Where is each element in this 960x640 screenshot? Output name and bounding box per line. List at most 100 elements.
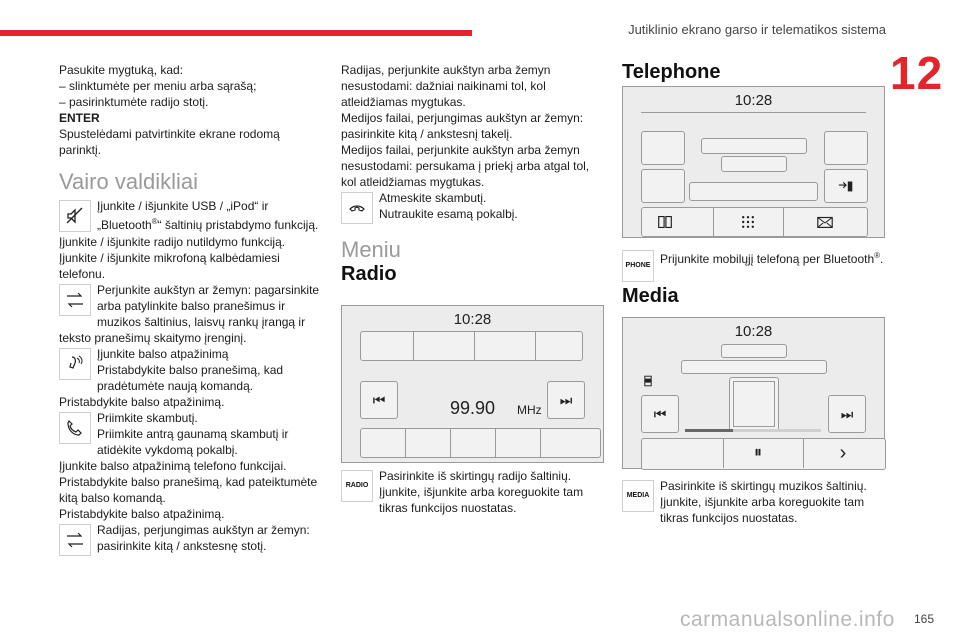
intro-line: Pasukite mygtuką, kad:	[59, 63, 184, 77]
mute-icon	[59, 200, 91, 232]
phone-field	[721, 156, 787, 172]
scroll-item-volume: Perjunkite aukštyn ar žemyn: pagarsinkit…	[59, 282, 323, 346]
scroll-volume-text: Perjunkite aukštyn ar žemyn: pagarsinkit…	[59, 283, 320, 345]
divider	[641, 112, 866, 113]
preset-divider	[413, 331, 414, 361]
section-title-menu: Meniu	[341, 237, 401, 262]
envelope-icon[interactable]	[813, 211, 837, 233]
pause-button[interactable]: ⏸	[753, 444, 762, 461]
header-title: Jutiklinio ekrano garso ir telematikos s…	[628, 22, 886, 37]
column-right: Telephone	[622, 56, 886, 90]
radio-screen: 10:28 ⏮ 99.90 MHz ⏭	[341, 305, 604, 463]
album-art-inner	[733, 381, 775, 427]
progress-track	[685, 429, 821, 432]
section-title-media: Media	[622, 285, 679, 307]
registered-mark: ®	[874, 251, 881, 260]
frequency-unit: MHz	[517, 403, 542, 417]
clock: 10:28	[734, 323, 773, 340]
media-artist-field	[681, 360, 827, 374]
chapter-number: 12	[890, 47, 944, 99]
phone-button-icon: PHONE	[622, 250, 654, 282]
watermark: carmanualsonline.info	[680, 608, 895, 631]
keypad-icon[interactable]	[736, 211, 760, 233]
mute-text-end: “ šaltinių pristabdymo funkciją.	[157, 218, 319, 232]
next-track-button[interactable]: ⏭	[828, 395, 866, 433]
phone-tile[interactable]	[641, 131, 685, 165]
registered-mark: ®	[151, 217, 158, 226]
phone-answer-icon	[59, 412, 91, 444]
contacts-book-icon[interactable]	[653, 211, 677, 233]
phone-bottom-bar	[641, 207, 868, 237]
radio-desc-line2: Įjunkite, išjunkite arba koreguokite tam…	[379, 485, 584, 515]
radio-button-icon: RADIO	[341, 470, 373, 502]
phone-rest: Įjunkite balso atpažinimą telefono funkc…	[59, 459, 318, 521]
forward-chevron-button[interactable]: ›	[839, 441, 847, 464]
preset-bar	[360, 331, 583, 361]
media-button-icon: MEDIA	[622, 480, 654, 512]
media-desc-line2: Įjunkite, išjunkite arba koreguokite tam…	[660, 495, 865, 525]
telephone-screen: 10:28	[622, 86, 885, 238]
page-number: 165	[913, 612, 934, 626]
mute-item: Įjunkite / išjunkite USB / „iPod“ ir „Bl…	[59, 198, 323, 282]
bar-divider	[540, 428, 541, 458]
radio-scroll-text: Radijas, perjunkite aukštyn arba žemyn n…	[341, 63, 551, 109]
intro-line: – pasirinktumėte radijo stotį.	[59, 95, 209, 109]
radio-bottom-bar	[360, 428, 601, 458]
scroll-wheel-icon	[59, 524, 91, 556]
hangup-line1: Atmeskite skambutį.	[379, 191, 487, 205]
bar-divider	[783, 207, 784, 237]
phone-transfer-icon[interactable]	[824, 169, 868, 203]
phone-line2: Priimkite antrą gaunamą skambutį ir atid…	[97, 427, 289, 457]
phone-item: Priimkite skambutį. Priimkite antrą gaun…	[59, 410, 323, 522]
previous-track-button[interactable]: ⏮	[641, 395, 679, 433]
media-scroll-text: Medijos failai, perjungimas aukštyn ar ž…	[341, 111, 584, 141]
column-left: Pasukite mygtuką, kad: – slinktumėte per…	[59, 62, 323, 558]
voice-line1: Įjunkite balso atpažinimą	[97, 347, 229, 361]
section-title-radio: Radio	[341, 263, 397, 285]
bar-divider	[803, 438, 804, 468]
bar-divider	[450, 428, 451, 458]
preset-divider	[474, 331, 475, 361]
voice-line2: Pristabdykite balso pranešimą, kad pradė…	[97, 363, 284, 393]
media-heading-wrap: Media	[622, 280, 886, 314]
media-bottom-bar	[641, 438, 886, 470]
voice-item: Įjunkite balso atpažinimą Pristabdykite …	[59, 346, 323, 410]
header-red-bar	[0, 30, 472, 36]
next-station-button[interactable]: ⏭	[547, 381, 585, 419]
intro-line: Spustelėdami patvirtinkite ekrane rodomą…	[59, 127, 280, 157]
phone-field	[701, 138, 807, 154]
column-middle: Radijas, perjunkite aukštyn arba žemyn n…	[341, 62, 603, 292]
telephone-description: PHONE Prijunkite mobilųjį telefoną per B…	[622, 248, 890, 284]
intro-line: – slinktumėte per meniu arba sąrašą;	[59, 79, 257, 93]
bar-divider	[713, 207, 714, 237]
previous-station-button[interactable]: ⏮	[360, 381, 398, 419]
scroll-item-radio: Radijas, perjungimas aukštyn ar žemyn: p…	[59, 522, 323, 556]
clock: 10:28	[453, 311, 492, 328]
mute-text-rest: Įjunkite / išjunkite radijo nutildymo fu…	[59, 235, 286, 281]
section-title-telephone: Telephone	[622, 61, 721, 83]
tel-desc-text: Prijunkite mobilųjį telefoną per Bluetoo…	[660, 252, 875, 266]
source-device-icon	[641, 374, 655, 388]
section-title-steering: Vairo valdikliai	[59, 169, 198, 194]
radio-description: RADIO Pasirinkite iš skirtingų radijo ša…	[341, 468, 603, 516]
radio-desc-line1: Pasirinkite iš skirtingų radijo šaltinių…	[379, 469, 572, 483]
scroll-radio-text: Radijas, perjungimas aukštyn ar žemyn: p…	[97, 523, 310, 553]
progress-fill	[685, 429, 733, 432]
bar-divider	[495, 428, 496, 458]
media-desc-line1: Pasirinkite iš skirtingų muzikos šaltini…	[660, 479, 867, 493]
tel-desc-end: .	[880, 252, 884, 266]
scroll-wheel-icon	[59, 284, 91, 316]
bar-divider	[405, 428, 406, 458]
phone-line1: Priimkite skambutį.	[97, 411, 198, 425]
media-hold-text: Medijos failai, perjunkite aukštyn arba …	[341, 143, 590, 189]
hangup-item: Atmeskite skambutį. Nutraukite esamą pok…	[341, 190, 603, 224]
enter-label: ENTER	[59, 111, 100, 125]
preset-divider	[535, 331, 536, 361]
phone-tile[interactable]	[641, 169, 685, 203]
phone-field	[689, 182, 818, 201]
clock: 10:28	[734, 92, 773, 109]
phone-tile[interactable]	[824, 131, 868, 165]
media-title-field	[721, 344, 787, 358]
phone-hangup-icon	[341, 192, 373, 224]
frequency-display: 99.90	[450, 398, 496, 418]
